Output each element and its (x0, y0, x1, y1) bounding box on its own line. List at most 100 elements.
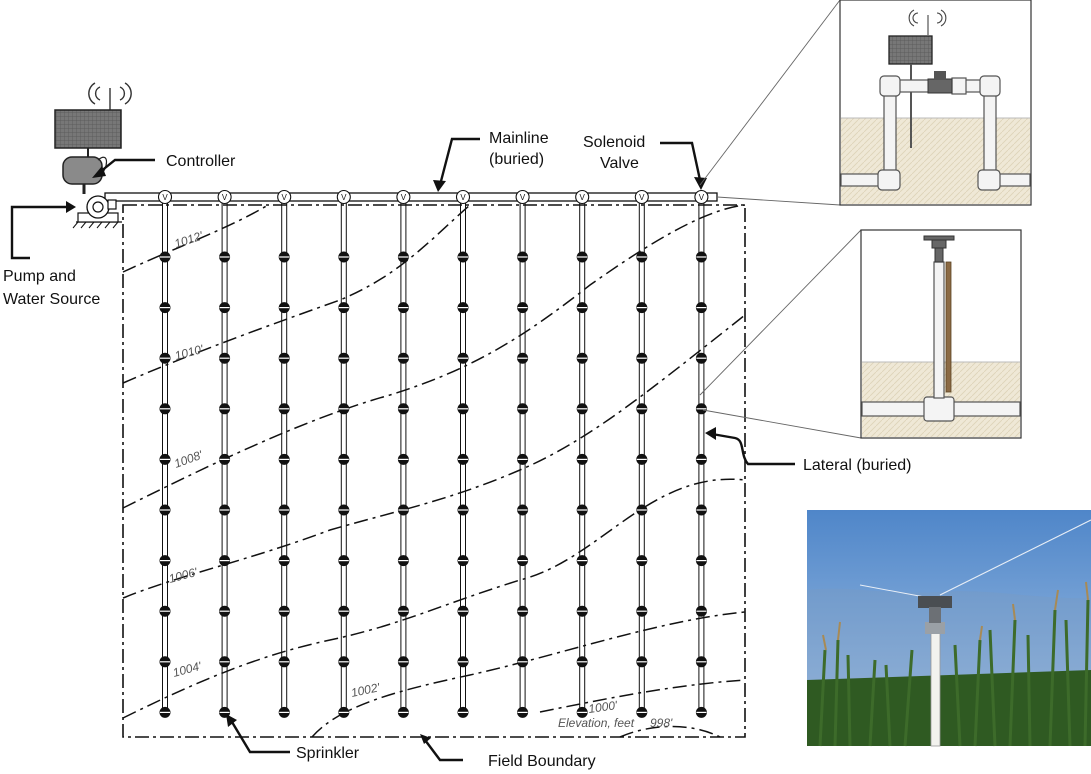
sprinkler-icon (695, 504, 707, 516)
sprinkler-icon (159, 706, 171, 718)
contour-label-1002: 1002' (350, 680, 382, 700)
solenoid-valve-icon: V (157, 189, 173, 205)
sprinkler-icon (576, 706, 588, 718)
sprinkler-icon (576, 656, 588, 668)
sprinkler-icon (457, 555, 469, 567)
sprinkler-icon (278, 555, 290, 567)
sprinkler-icon (517, 504, 529, 516)
pump-leader (10, 205, 72, 260)
sprinkler-icon (457, 352, 469, 364)
valve-symbol: V (460, 193, 466, 202)
sprinkler-icon (576, 504, 588, 516)
solenoid-label: Solenoid (583, 134, 645, 151)
sprinkler-icon (517, 251, 529, 263)
sprinkler-icon (278, 453, 290, 465)
sprinkler-icon (278, 352, 290, 364)
valve-symbol: V (401, 193, 407, 202)
sprinkler-icon (636, 403, 648, 415)
valve-symbol: V (520, 193, 526, 202)
sprinkler-icon (576, 403, 588, 415)
mainline-buried-label: (buried) (489, 151, 544, 168)
water-source-label: Water Source (3, 291, 100, 308)
solenoid-valve-icon: V (217, 189, 232, 205)
sprinkler-icon (219, 656, 231, 668)
sprinkler-icon (219, 251, 231, 263)
sprinkler-icon (517, 453, 529, 465)
solenoid-valve-icon: V (396, 189, 411, 205)
sprinkler-icon (338, 605, 350, 617)
sprinkler-icon (338, 251, 350, 263)
contour-998 (619, 725, 721, 738)
sprinkler-icon (517, 706, 529, 718)
sprinkler-icon (338, 302, 350, 314)
sprinkler-icon (636, 706, 648, 718)
controller-label: Controller (166, 153, 236, 170)
sprinkler-icon (397, 656, 409, 668)
sprinkler-icon (278, 251, 290, 263)
sprinkler-icon (219, 555, 231, 567)
valve-symbol: V (580, 193, 586, 202)
solenoid-leader (660, 141, 702, 181)
sprinkler-icon (636, 656, 648, 668)
sprinkler-icon (219, 504, 231, 516)
sprinkler-icon (278, 302, 290, 314)
sprinkler-icon (159, 251, 171, 263)
sprinkler-icon (338, 555, 350, 567)
sprinkler-icon (695, 656, 707, 668)
contour-1002 (311, 611, 746, 738)
sprinkler-icon (338, 403, 350, 415)
sprinkler-icon (636, 605, 648, 617)
sprinkler-icon (397, 453, 409, 465)
sprinkler-icon (457, 251, 469, 263)
sprinkler-icon (219, 352, 231, 364)
solenoid-valve-icon: V (634, 189, 649, 205)
sprinkler-icon (636, 302, 648, 314)
sprinkler-icon (397, 403, 409, 415)
sprinkler-icon (695, 251, 707, 263)
mainline-label: Mainline (489, 130, 549, 147)
sprinkler-icon (576, 302, 588, 314)
solenoid-valve-icon: V (694, 189, 709, 205)
solenoid-valve-icon: V (336, 189, 351, 205)
sprinkler-icon (517, 555, 529, 567)
sprinkler-label: Sprinkler (296, 745, 360, 762)
sprinkler-icon (159, 656, 171, 668)
solenoid-valve-icon: V (277, 189, 292, 205)
sprinkler-icon (159, 453, 171, 465)
valve-symbol: V (341, 193, 347, 202)
contour-label-1008: 1008' (172, 448, 205, 471)
sprinkler-icon (278, 706, 290, 718)
sprinkler-icon (397, 555, 409, 567)
field-boundary-label: Field Boundary (488, 753, 596, 770)
sprinkler-icon (159, 352, 171, 364)
contour-1012 (122, 204, 269, 273)
sprinkler-icon (159, 555, 171, 567)
sprinkler-icon (517, 605, 529, 617)
sprinkler-icon (397, 706, 409, 718)
valve-symbol: V (282, 193, 288, 202)
callout-lines (699, 0, 862, 439)
sprinkler-icon (576, 251, 588, 263)
lateral-label: Lateral (buried) (803, 457, 912, 474)
sprinkler-leader (230, 721, 290, 754)
sprinkler-head-icon (923, 235, 955, 263)
sprinkler-icon (636, 352, 648, 364)
sprinkler-icon (219, 453, 231, 465)
sprinkler-icon (219, 403, 231, 415)
sprinkler-icon (636, 555, 648, 567)
controller-box (62, 156, 103, 185)
sprinkler-icon (397, 302, 409, 314)
riser-detail-inset (860, 229, 1022, 439)
sprinkler-icon (338, 453, 350, 465)
sprinkler-icon (517, 656, 529, 668)
sprinkler-icon (695, 453, 707, 465)
field-boundary-leader (424, 739, 463, 762)
sprinkler-icon (159, 302, 171, 314)
sprinkler-icon (695, 555, 707, 567)
sprinkler-icon (457, 656, 469, 668)
sprinkler-icon (636, 453, 648, 465)
mainline-leader (438, 137, 480, 186)
leader-lines (10, 137, 795, 762)
sprinkler-icon (457, 605, 469, 617)
